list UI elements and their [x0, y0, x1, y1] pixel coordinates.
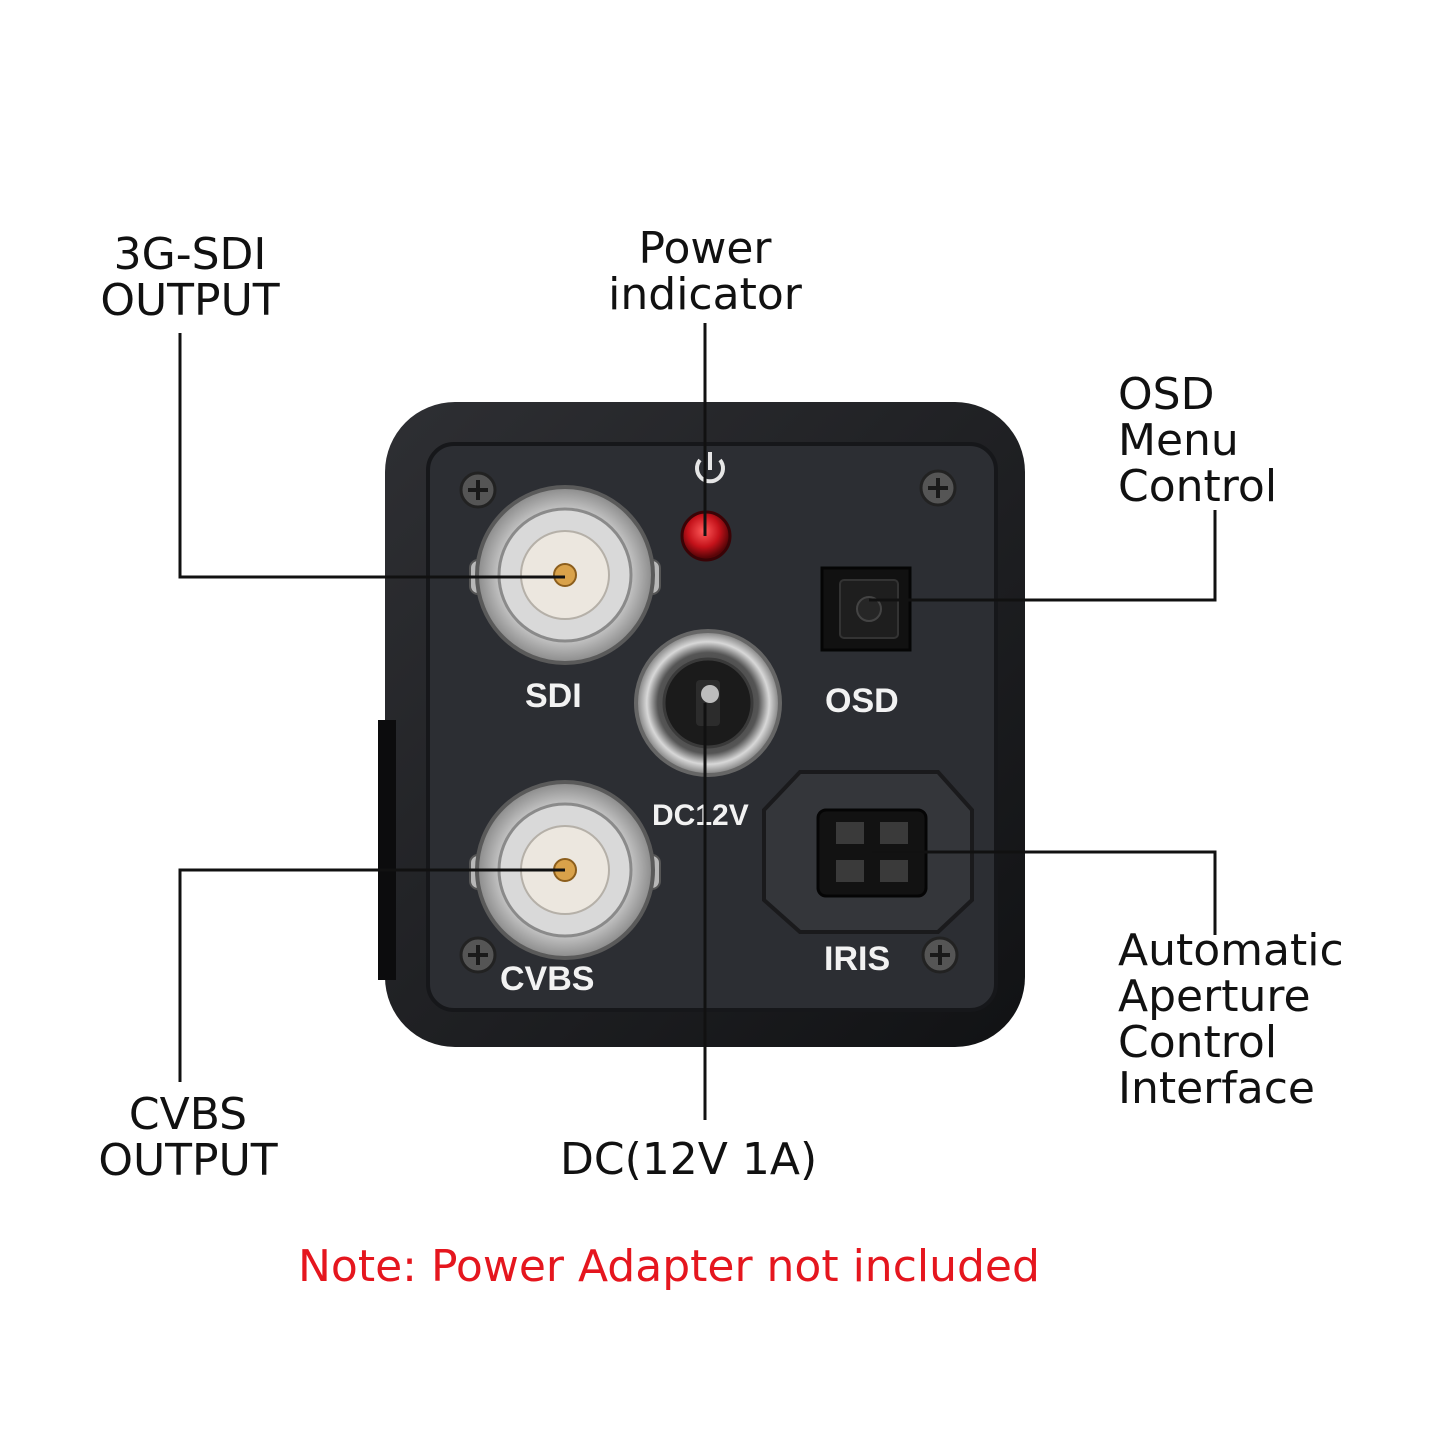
power-adapter-note: Note: Power Adapter not included [298, 1241, 1040, 1292]
callout-cvbs-line2: OUTPUT [98, 1135, 278, 1186]
panel-label-osd: OSD [825, 682, 899, 720]
callout-sdi-line1: 3G-SDI [113, 229, 267, 280]
callout-cvbs-output: CVBS OUTPUT [88, 1092, 288, 1184]
leader-iris [872, 850, 1217, 935]
callout-sdi-output: 3G-SDI OUTPUT [90, 232, 290, 324]
callout-cvbs-line1: CVBS [128, 1089, 248, 1140]
camera-side-edge [378, 720, 396, 980]
callout-dc-power: DC(12V 1A) [560, 1134, 818, 1185]
dc-power-jack [634, 629, 782, 777]
callout-osd-menu: OSD Menu Control [1118, 372, 1277, 510]
callout-iris-line4: Interface [1118, 1063, 1315, 1114]
osd-button [820, 566, 912, 652]
panel-label-dc: DC12V [652, 799, 749, 832]
callout-iris-interface: Automatic Aperture Control Interface [1118, 928, 1344, 1112]
leader-cvbs [178, 868, 565, 1082]
screw-bottom-left [459, 936, 497, 974]
screw-top-left [459, 471, 497, 509]
panel-label-iris: IRIS [824, 940, 890, 978]
leader-osd [869, 510, 1217, 602]
callout-power-line2: indicator [608, 269, 802, 320]
callout-sdi-line2: OUTPUT [100, 275, 280, 326]
callout-iris-line3: Control [1118, 1017, 1278, 1068]
leader-lines [178, 323, 1217, 1120]
callout-osd-line3: Control [1118, 461, 1278, 512]
power-symbol-icon [695, 452, 725, 484]
callout-power-line1: Power [638, 223, 772, 274]
panel-label-sdi: SDI [525, 677, 582, 715]
panel-label-cvbs: CVBS [500, 960, 594, 998]
callout-power-indicator: Power indicator [590, 226, 820, 318]
callout-osd-line1: OSD [1118, 369, 1215, 420]
callout-iris-line1: Automatic [1118, 925, 1344, 976]
leader-sdi [178, 333, 565, 579]
screw-bottom-right [921, 936, 959, 974]
sdi-bnc-connector [469, 485, 661, 665]
screw-top-right [919, 469, 957, 507]
callout-osd-line2: Menu [1118, 415, 1239, 466]
callout-iris-line2: Aperture [1118, 971, 1311, 1022]
